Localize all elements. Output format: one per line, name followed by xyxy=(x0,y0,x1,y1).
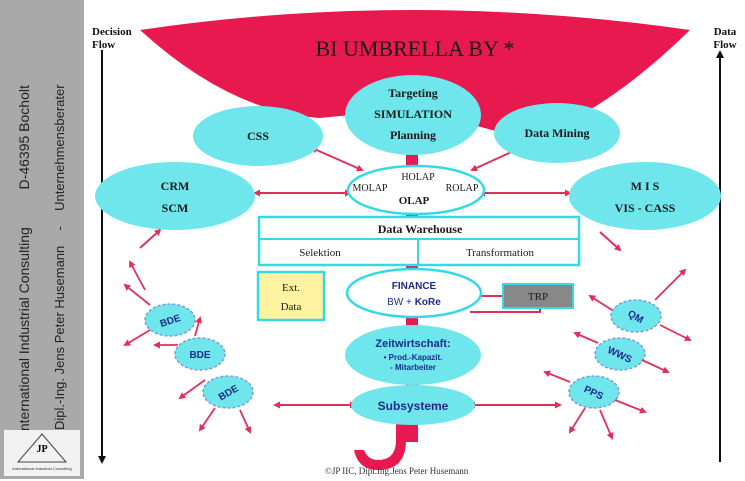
decision-flow-line2: Flow xyxy=(92,39,116,51)
bde-bubble-3 xyxy=(202,375,254,409)
qm-wws-pps-cluster: QM WWS PPS xyxy=(543,268,692,440)
decision-flow-label: Decision Flow xyxy=(92,26,142,52)
data-mining-bubble xyxy=(494,103,620,163)
umbrella-handle xyxy=(354,425,406,470)
bde-arrow-8 xyxy=(129,260,146,291)
sidebar: JP International Industrial Consulting D… xyxy=(0,0,84,479)
qm-bubble xyxy=(610,299,662,333)
pps-arrow-3 xyxy=(599,409,614,440)
arrow-css-olap xyxy=(310,146,364,172)
subsysteme-bubble xyxy=(351,385,475,425)
arrow-mis-right xyxy=(599,231,622,252)
planning-label: Planning xyxy=(390,128,436,142)
bde-bubble-1 xyxy=(144,303,196,337)
prod-kapazit-label: • Prod.-Kapazit. xyxy=(384,353,443,362)
pps-bubble xyxy=(568,375,620,409)
qm-arrow-2 xyxy=(659,324,692,341)
targeting-bubble xyxy=(345,75,481,155)
pps-arrow-2 xyxy=(568,407,586,434)
copyright-footer: ©JP IIC, Dipl.Ing.Jens Peter Husemann xyxy=(325,466,469,476)
holap-label: HOLAP xyxy=(401,172,435,183)
decision-flow-line1: Decision xyxy=(92,26,132,38)
company-logo: JP International Industrial Consulting xyxy=(4,430,80,476)
trp-box xyxy=(502,283,574,309)
bde-cluster-left: BDE BDE BDE xyxy=(123,260,254,434)
data-flow-line2: Flow xyxy=(713,39,737,51)
bde-arrow-7 xyxy=(239,409,252,434)
ext-data-box xyxy=(256,270,326,322)
data-flow-label: Data Flow xyxy=(705,26,745,52)
zeitwirtschaft-label: Zeitwirtschaft: xyxy=(375,338,450,350)
vis-cass-label: VIS - CASS xyxy=(615,201,676,215)
logo-triangle-icon xyxy=(16,433,68,463)
data-mining-label: Data Mining xyxy=(524,126,589,140)
crm-scm-bubble xyxy=(95,162,255,230)
wws-bubble xyxy=(594,337,646,371)
molap-label: MOLAP xyxy=(352,183,387,194)
logo-text: JP xyxy=(36,444,48,455)
bde-label-2: BDE xyxy=(189,350,210,361)
css-label: CSS xyxy=(247,129,269,143)
bde-arrow-5 xyxy=(178,379,206,400)
rolap-label: ROLAP xyxy=(446,183,479,194)
olap-label: OLAP xyxy=(399,195,430,207)
pps-arrow-4 xyxy=(543,370,571,383)
ext-label: Ext. xyxy=(282,282,300,294)
bde-arrow-1 xyxy=(123,283,151,306)
css-bubble xyxy=(193,106,323,166)
mitarbeiter-label: - Mitarbeiter xyxy=(390,363,436,372)
transformation-label: Transformation xyxy=(466,247,535,259)
mis-label: M I S xyxy=(631,179,660,193)
subsysteme-label: Subsysteme xyxy=(378,399,449,413)
mis-bubble xyxy=(569,162,721,230)
simulation-label: SIMULATION xyxy=(374,107,452,121)
data-warehouse-label: Data Warehouse xyxy=(378,222,463,236)
logo-caption: International Industrial Consulting xyxy=(12,466,72,471)
finance-sub-label: BW + KoRe xyxy=(387,297,441,308)
qm-arrow-3 xyxy=(588,294,613,311)
data-flow-line1: Data xyxy=(713,26,737,38)
crm-label: CRM xyxy=(161,179,190,193)
targeting-label: Targeting xyxy=(388,86,438,100)
arrow-crm-left xyxy=(139,228,162,249)
umbrella-title: BI UMBRELLA BY * xyxy=(315,36,514,61)
kore-label: KoRe xyxy=(415,297,442,308)
selektion-label: Selektion xyxy=(299,247,341,259)
umbrella-handle-joint xyxy=(396,420,418,442)
finance-bubble xyxy=(345,267,483,319)
bde-arrow-6 xyxy=(198,407,216,432)
bw-label: BW + xyxy=(387,297,415,308)
olap-bubble xyxy=(346,164,486,216)
pps-arrow-1 xyxy=(614,399,647,414)
data-label: Data xyxy=(281,301,302,313)
wws-arrow-1 xyxy=(641,359,670,374)
scm-label: SCM xyxy=(162,201,189,215)
trp-label: TRP xyxy=(528,291,548,303)
bde-arrow-2 xyxy=(123,329,151,347)
finance-label: FINANCE xyxy=(392,281,437,292)
bde-bubble-2 xyxy=(174,337,226,371)
bde-arrow-4 xyxy=(194,316,203,337)
zeitwirtschaft-bubble xyxy=(345,325,481,385)
wws-arrow-2 xyxy=(573,331,599,344)
qm-arrow-1 xyxy=(654,268,687,301)
trp-connector-2 xyxy=(470,308,541,313)
